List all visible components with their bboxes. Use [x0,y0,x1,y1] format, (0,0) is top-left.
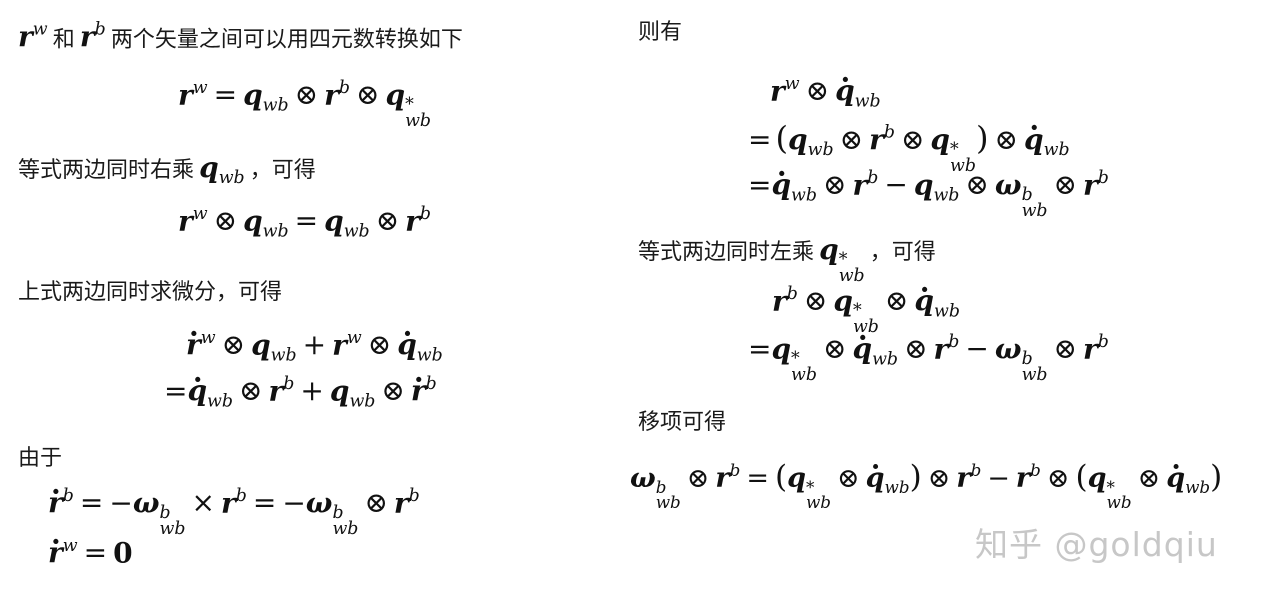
equation-diff-2: =qwb⊗rb+qwb⊗rb [164,375,437,411]
right-mult-text: 等式两边同时右乘 [18,158,195,183]
watermark: 知乎 @goldqiu [975,525,1218,564]
equation-diff-1: rw⊗qwb+rw⊗qwb [186,329,443,365]
intro-line: rw 和 rb 两个矢量之间可以用四元数转换如下 [18,20,463,54]
left-mult-suffix: ，可得 [869,240,936,265]
because-text: 由于 [18,446,63,471]
equation-right-mult: rw⊗qwb=qwb⊗rb [178,204,432,242]
rearrange-text: 移项可得 [638,410,727,435]
intro-and-text: 和 [52,27,75,53]
equation-rotation: rw=qwb⊗rb⊗q*wb [178,78,432,131]
left-mult-text: 等式两边同时左乘 [638,240,815,265]
equation-rw-dot: rw=0 [48,537,133,567]
intro-text: 两个矢量之间可以用四元数转换如下 [110,27,463,53]
right-mult-suffix: ，可得 [249,158,316,183]
differentiate-text: 上式两边同时求微分，可得 [18,280,283,305]
left-mult-line: 等式两边同时左乘 q*wb ，可得 [638,233,936,286]
equation-then-2: =(qwb⊗rb⊗q*wb)⊗qwb [748,122,1070,174]
equation-then-1: rw⊗qwb [770,75,881,111]
equation-left-mult-1: rb⊗q*wb⊗qwb [772,285,960,336]
then-text: 则有 [638,20,683,45]
right-mult-line: 等式两边同时右乘 qwb ，可得 [18,151,316,189]
